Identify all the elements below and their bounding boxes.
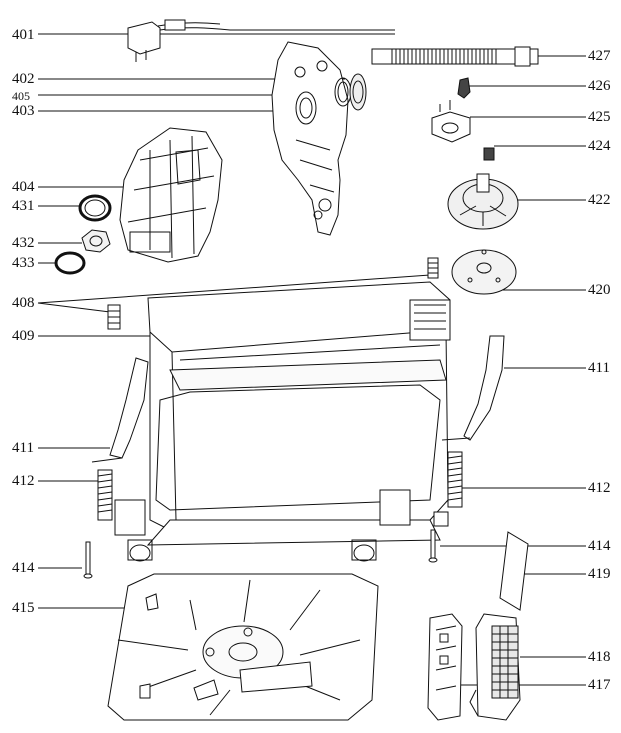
label-412-left: 412 — [12, 473, 35, 489]
label-412-right: 412 — [588, 480, 611, 496]
plate-419 — [499, 531, 529, 611]
part-424 — [483, 147, 495, 161]
label-432: 432 — [12, 235, 35, 251]
label-419: 419 — [588, 566, 611, 582]
screw-left-414 — [83, 541, 93, 579]
label-425: 425 — [588, 109, 611, 125]
label-431: 431 — [12, 198, 35, 214]
label-411-left: 411 — [12, 440, 34, 456]
label-433: 433 — [12, 255, 35, 271]
leader-lines-left — [37, 33, 431, 609]
label-414-right: 414 — [588, 538, 611, 554]
disc-420 — [451, 249, 517, 295]
label-414-left: 414 — [12, 560, 35, 576]
label-417: 417 — [588, 677, 611, 693]
sensor-425 — [431, 100, 471, 143]
label-424: 424 — [588, 138, 611, 154]
spring-left-412 — [97, 469, 113, 521]
sump-pump-unit — [119, 127, 223, 263]
sump-cover-assembly — [271, 41, 367, 236]
hose-427 — [371, 46, 539, 67]
label-422: 422 — [588, 192, 611, 208]
wheel-422 — [447, 173, 519, 230]
label-408: 408 — [12, 295, 35, 311]
label-409: 409 — [12, 328, 35, 344]
label-401: 401 — [12, 27, 35, 43]
label-418: 418 — [588, 649, 611, 665]
label-404: 404 — [12, 179, 35, 195]
sealing-ring-433 — [54, 251, 86, 275]
label-427: 427 — [588, 48, 611, 64]
connector-408 — [107, 257, 439, 330]
float-arm-left-411 — [91, 357, 149, 463]
power-cord-plug — [127, 19, 395, 62]
label-420: 420 — [588, 282, 611, 298]
nut-432 — [81, 229, 111, 253]
sealing-ring-431 — [78, 194, 112, 222]
label-411-right: 411 — [588, 360, 610, 376]
label-415: 415 — [12, 600, 35, 616]
module-417 — [427, 613, 463, 721]
clip-426 — [457, 77, 471, 99]
label-405: 405 — [12, 89, 30, 103]
base-frame-409 — [114, 281, 451, 562]
base-plate-415 — [107, 573, 379, 721]
module-418 — [469, 613, 521, 721]
label-426: 426 — [588, 78, 611, 94]
spring-right-412 — [433, 451, 463, 527]
label-403: 403 — [12, 103, 35, 119]
label-402: 402 — [12, 71, 35, 87]
float-arm-right-411 — [441, 335, 505, 441]
screw-right-414 — [428, 529, 438, 563]
